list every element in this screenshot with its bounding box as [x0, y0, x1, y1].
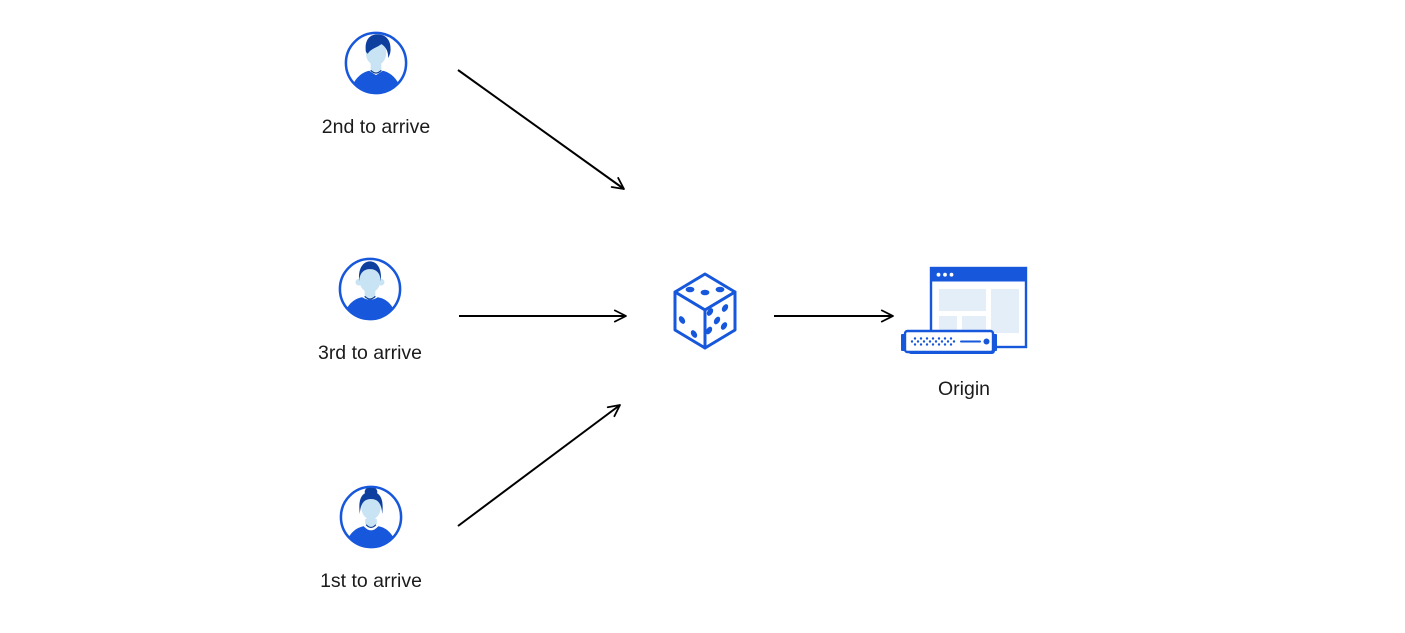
arrow-2nd-to-dice — [457, 69, 625, 190]
client-node-3rd-to-arrive: 3rd to arrive — [296, 256, 444, 365]
client-node-1st-to-arrive: 1st to arrive — [297, 484, 445, 593]
avatar-man-short-hair-icon — [338, 257, 402, 321]
origin-label: Origin — [937, 378, 991, 400]
client-label-2nd: 2nd to arrive — [321, 116, 431, 138]
client-node-2nd-to-arrive: 2nd to arrive — [302, 30, 450, 139]
origin-server-browser-icon — [901, 266, 1028, 354]
dice-icon — [673, 272, 737, 350]
avatar-man-swept-hair-icon — [344, 31, 408, 95]
avatar-woman-bun-icon — [339, 485, 403, 549]
client-label-3rd: 3rd to arrive — [317, 342, 423, 364]
arrow-1st-to-dice — [457, 404, 621, 527]
randomizer-node — [673, 272, 737, 350]
origin-node: Origin — [898, 262, 1030, 401]
client-label-1st: 1st to arrive — [320, 570, 422, 592]
